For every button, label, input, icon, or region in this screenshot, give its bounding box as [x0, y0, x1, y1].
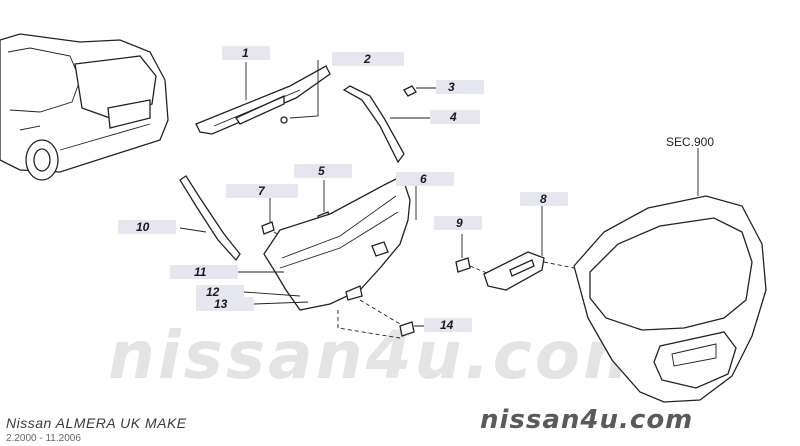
callout-11[interactable]: 11	[170, 265, 238, 279]
leader-13	[253, 301, 309, 305]
footer-brand: nissan4u.com	[480, 405, 693, 435]
part-4-trim	[342, 85, 430, 164]
svg-text:2: 2	[363, 52, 371, 66]
callout-8[interactable]: 8	[520, 192, 568, 206]
part-3-clip	[403, 85, 436, 97]
callout-5[interactable]: 5	[294, 164, 352, 178]
callout-4[interactable]: 4	[430, 110, 480, 124]
car-illustration	[0, 33, 169, 181]
tailgate	[573, 148, 767, 403]
svg-text:12: 12	[206, 285, 220, 299]
part-10-trim	[179, 175, 241, 262]
callout-1[interactable]: 1	[222, 46, 270, 60]
part-9-screw	[455, 234, 495, 277]
watermark-text: nissan4u.com	[108, 317, 655, 394]
dash-14b	[359, 299, 401, 325]
svg-text:3: 3	[448, 80, 455, 94]
callout-3[interactable]: 3	[436, 80, 484, 94]
dash-14	[337, 310, 401, 339]
callout-2[interactable]: 2	[332, 52, 404, 66]
leader-2	[289, 60, 319, 119]
svg-text:9: 9	[456, 216, 463, 230]
part-6-trim-panel	[263, 175, 417, 311]
svg-text:11: 11	[194, 265, 207, 279]
callout-13[interactable]: 13	[196, 297, 254, 311]
svg-text:1: 1	[242, 46, 249, 60]
leader-12	[243, 291, 301, 297]
callout-10[interactable]: 10	[118, 220, 176, 234]
svg-text:8: 8	[540, 192, 547, 206]
callout-12[interactable]: 12	[196, 285, 244, 299]
footer-title: Nissan ALMERA UK MAKE	[6, 415, 187, 431]
svg-text:4: 4	[449, 110, 457, 124]
part-1-spoiler	[195, 62, 331, 135]
svg-text:5: 5	[318, 164, 325, 178]
callout-14[interactable]: 14	[424, 318, 472, 332]
callout-9[interactable]: 9	[434, 216, 482, 230]
footer-date-range: 2.2000 - 11.2006	[6, 433, 81, 444]
svg-text:13: 13	[214, 297, 228, 311]
svg-text:7: 7	[258, 184, 266, 198]
part-8-bracket	[483, 206, 575, 291]
section-reference: SEC.900	[666, 135, 714, 149]
svg-text:6: 6	[420, 172, 427, 186]
callout-6[interactable]: 6	[396, 172, 454, 186]
svg-text:10: 10	[136, 220, 150, 234]
callout-7[interactable]: 7	[226, 184, 298, 198]
svg-text:14: 14	[440, 318, 454, 332]
